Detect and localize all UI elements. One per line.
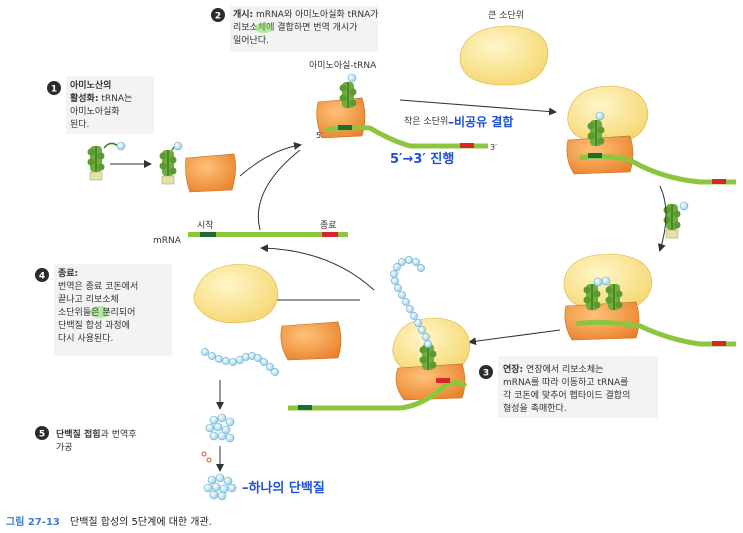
step1-box <box>66 76 154 134</box>
highlight-mark <box>90 306 110 318</box>
final-protein <box>203 473 237 501</box>
ribosome-assembled <box>566 85 736 185</box>
step1-free-trna <box>86 141 126 181</box>
arrow-cycle-left <box>257 149 301 231</box>
highlight-mark <box>255 23 273 33</box>
step1-charged-trna <box>158 141 183 185</box>
step4-box <box>54 264 172 356</box>
step1-line2: 활성화: tRNA는 <box>70 92 132 104</box>
step3-line1: 연장: 연장에서 리보소체는 <box>503 363 603 375</box>
figure-number: 그림 27-13 <box>6 516 60 528</box>
mrna-label: mRNA <box>153 236 182 246</box>
svg-text:5: 5 <box>39 430 45 440</box>
large-subunit-label: 큰 소단위 <box>488 10 524 21</box>
step2-line1: 개시: mRNA와 아미노아실화 tRNA가 <box>233 8 379 20</box>
ribosome-termination <box>288 317 471 411</box>
ribosome-elongation <box>563 253 736 347</box>
svg-text:2: 2 <box>215 12 221 22</box>
annotation-one-protein: –하나의 단백질 <box>242 480 325 496</box>
released-small-subunit <box>280 321 342 361</box>
incoming-trna <box>662 201 689 239</box>
figure-caption: 단백질 합성의 5단계에 대한 개관. <box>70 516 212 528</box>
step1-title: 아미노산의 <box>70 79 111 91</box>
step4-line5: 단백질 합성 과정에 <box>58 319 130 331</box>
initiation-complex <box>316 73 488 149</box>
step4-number-badge: 4 <box>35 268 49 282</box>
start-codon <box>200 232 216 237</box>
start-label: 시작 <box>197 220 214 231</box>
step4-line2: 번역은 종료 코돈에서 <box>58 281 138 292</box>
three-prime-label: 3′ <box>490 143 497 152</box>
step4-line6: 다시 사용된다. <box>58 332 113 344</box>
step2-line1-text: mRNA와 아미노아실화 tRNA가 <box>253 8 378 20</box>
step5-number-badge: 5 <box>35 426 49 440</box>
step2-line3: 일어난다. <box>233 35 269 46</box>
released-polypeptide <box>201 348 279 376</box>
step5-line1: 단백질 접힘과 번역후 <box>56 428 137 440</box>
arrow-to-assembly <box>399 99 557 116</box>
arrow-to-elongation <box>657 185 667 252</box>
released-large-subunit <box>193 263 279 324</box>
arrow-to-termination <box>468 329 561 346</box>
step3-line4: 형성을 촉매한다. <box>503 403 567 414</box>
step1-small-subunit <box>185 153 236 193</box>
step2-line2: 리보소체에 결합하면 번역 개시가 <box>233 22 358 33</box>
step1-line3: 아미노아실화 <box>70 106 120 117</box>
step4-line4: 소단위들은 분리되어 <box>58 307 135 318</box>
arrow-recycle <box>260 244 375 291</box>
folded-protein <box>205 413 235 443</box>
arrow-to-initiation <box>239 142 302 177</box>
stop-label: 종료 <box>320 220 337 231</box>
step2-title: 개시: <box>233 8 253 20</box>
step3-line2: mRNA를 따라 이동하고 tRNA를 <box>503 377 628 388</box>
annotation-direction: 5′→3′ 진행 <box>390 151 454 167</box>
cleaved-residue <box>201 451 207 457</box>
annotation-noncovalent: –비공유 결합 <box>448 114 513 129</box>
mrna-strand-center <box>188 232 348 237</box>
step4-line3: 끝나고 리보소체 <box>58 294 119 305</box>
svg-text:3: 3 <box>483 369 489 379</box>
step1-line4: 된다. <box>70 118 89 130</box>
aminoacyl-trna-label: 아미노아실-tRNA <box>309 60 377 71</box>
svg-text:1: 1 <box>51 85 57 95</box>
growing-peptide-chain <box>390 256 432 348</box>
stop-codon <box>322 232 338 237</box>
step2-box <box>230 6 378 52</box>
step3-line3: 각 코돈에 맞추어 펩타이드 결합의 <box>503 389 630 401</box>
large-subunit-free <box>459 25 549 86</box>
cleaved-residue <box>206 457 212 463</box>
step4-title: 종료: <box>58 268 78 279</box>
svg-text:4: 4 <box>39 272 45 282</box>
step2-number-badge: 2 <box>211 8 225 22</box>
amino-acid <box>116 141 126 151</box>
step3-box <box>498 356 658 418</box>
five-prime-label: 5′ <box>316 131 323 140</box>
step1-number-badge: 1 <box>47 81 61 95</box>
small-subunit-label: 작은 소단위 <box>404 116 448 127</box>
step5-line2: 가공 <box>56 442 73 453</box>
step3-number-badge: 3 <box>479 365 493 379</box>
